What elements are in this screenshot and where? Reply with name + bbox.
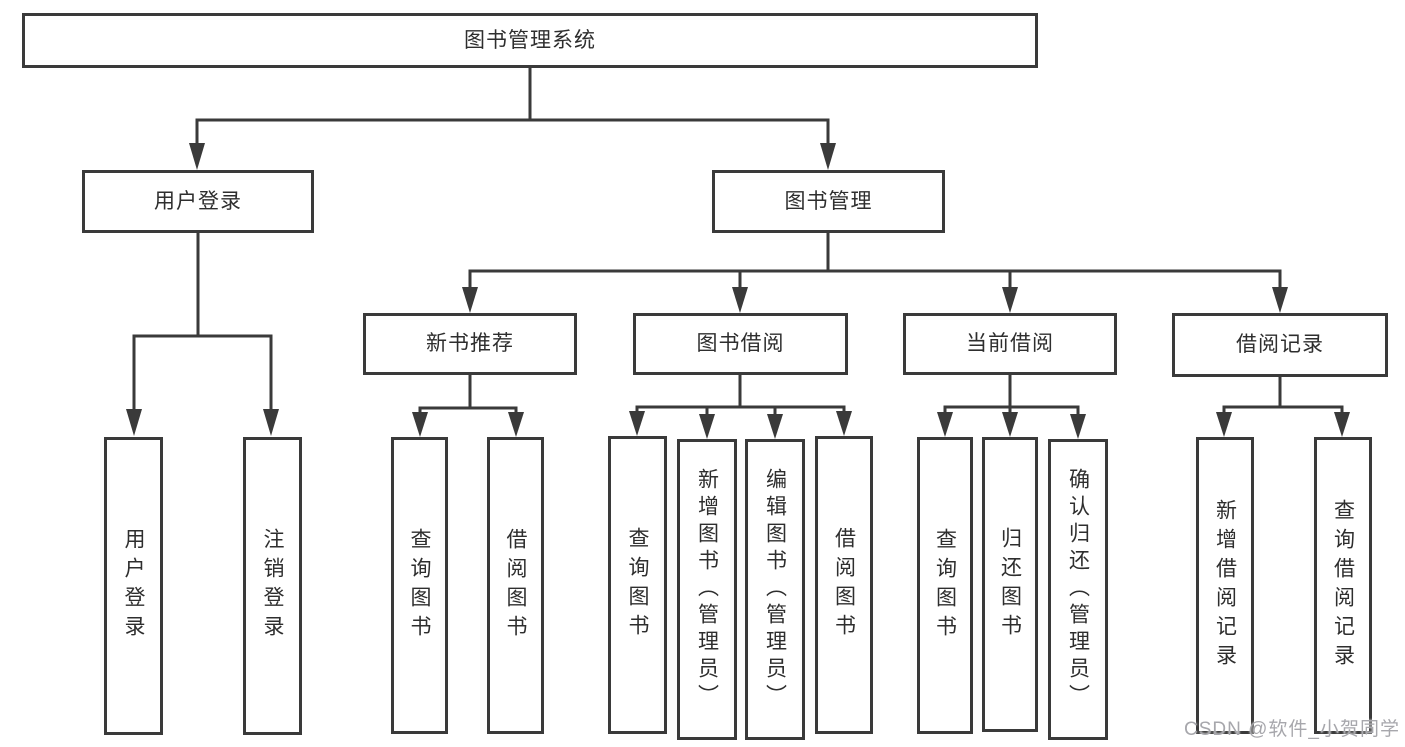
connector-borrow-record-to-children: [1222, 377, 1344, 414]
node-cb-query-book: 查询图书: [917, 437, 973, 734]
connector-current-borrow-to-children: [943, 375, 1080, 416]
watermark: CSDN @软件_小贺同学: [1184, 719, 1400, 740]
connector-book-borrow-to-children: [635, 375, 846, 416]
node-bb-edit-book: 编辑图书（管理员）: [745, 439, 805, 740]
node-login-module: 用户登录: [82, 170, 314, 233]
connector-new-book-rec-to-children: [418, 375, 518, 415]
connector-root-to-level2: [195, 68, 830, 146]
node-cb-confirm-return: 确认归还（管理员）: [1048, 439, 1108, 740]
node-user-login: 用户登录: [104, 437, 163, 735]
node-logout: 注销登录: [243, 437, 302, 735]
arrowheads: [126, 143, 1350, 439]
connector-login-module-to-children: [132, 233, 273, 412]
node-borrow-record: 借阅记录: [1172, 313, 1388, 377]
node-br-query-record: 查询借阅记录: [1314, 437, 1372, 734]
connector-book-management-to-level3: [468, 233, 1282, 290]
node-bb-borrow-book: 借阅图书: [815, 436, 873, 734]
node-br-add-record: 新增借阅记录: [1196, 437, 1254, 734]
node-bb-query-book: 查询图书: [608, 436, 667, 734]
node-current-borrow: 当前借阅: [903, 313, 1117, 375]
node-bb-add-book: 新增图书（管理员）: [677, 439, 737, 740]
node-root: 图书管理系统: [22, 13, 1038, 68]
node-new-book-rec: 新书推荐: [363, 313, 577, 375]
node-book-management: 图书管理: [712, 170, 945, 233]
node-book-borrow: 图书借阅: [633, 313, 848, 375]
node-cb-return-book: 归还图书: [982, 437, 1038, 732]
node-nb-query-book: 查询图书: [391, 437, 448, 734]
node-nb-borrow-book: 借阅图书: [487, 437, 544, 734]
